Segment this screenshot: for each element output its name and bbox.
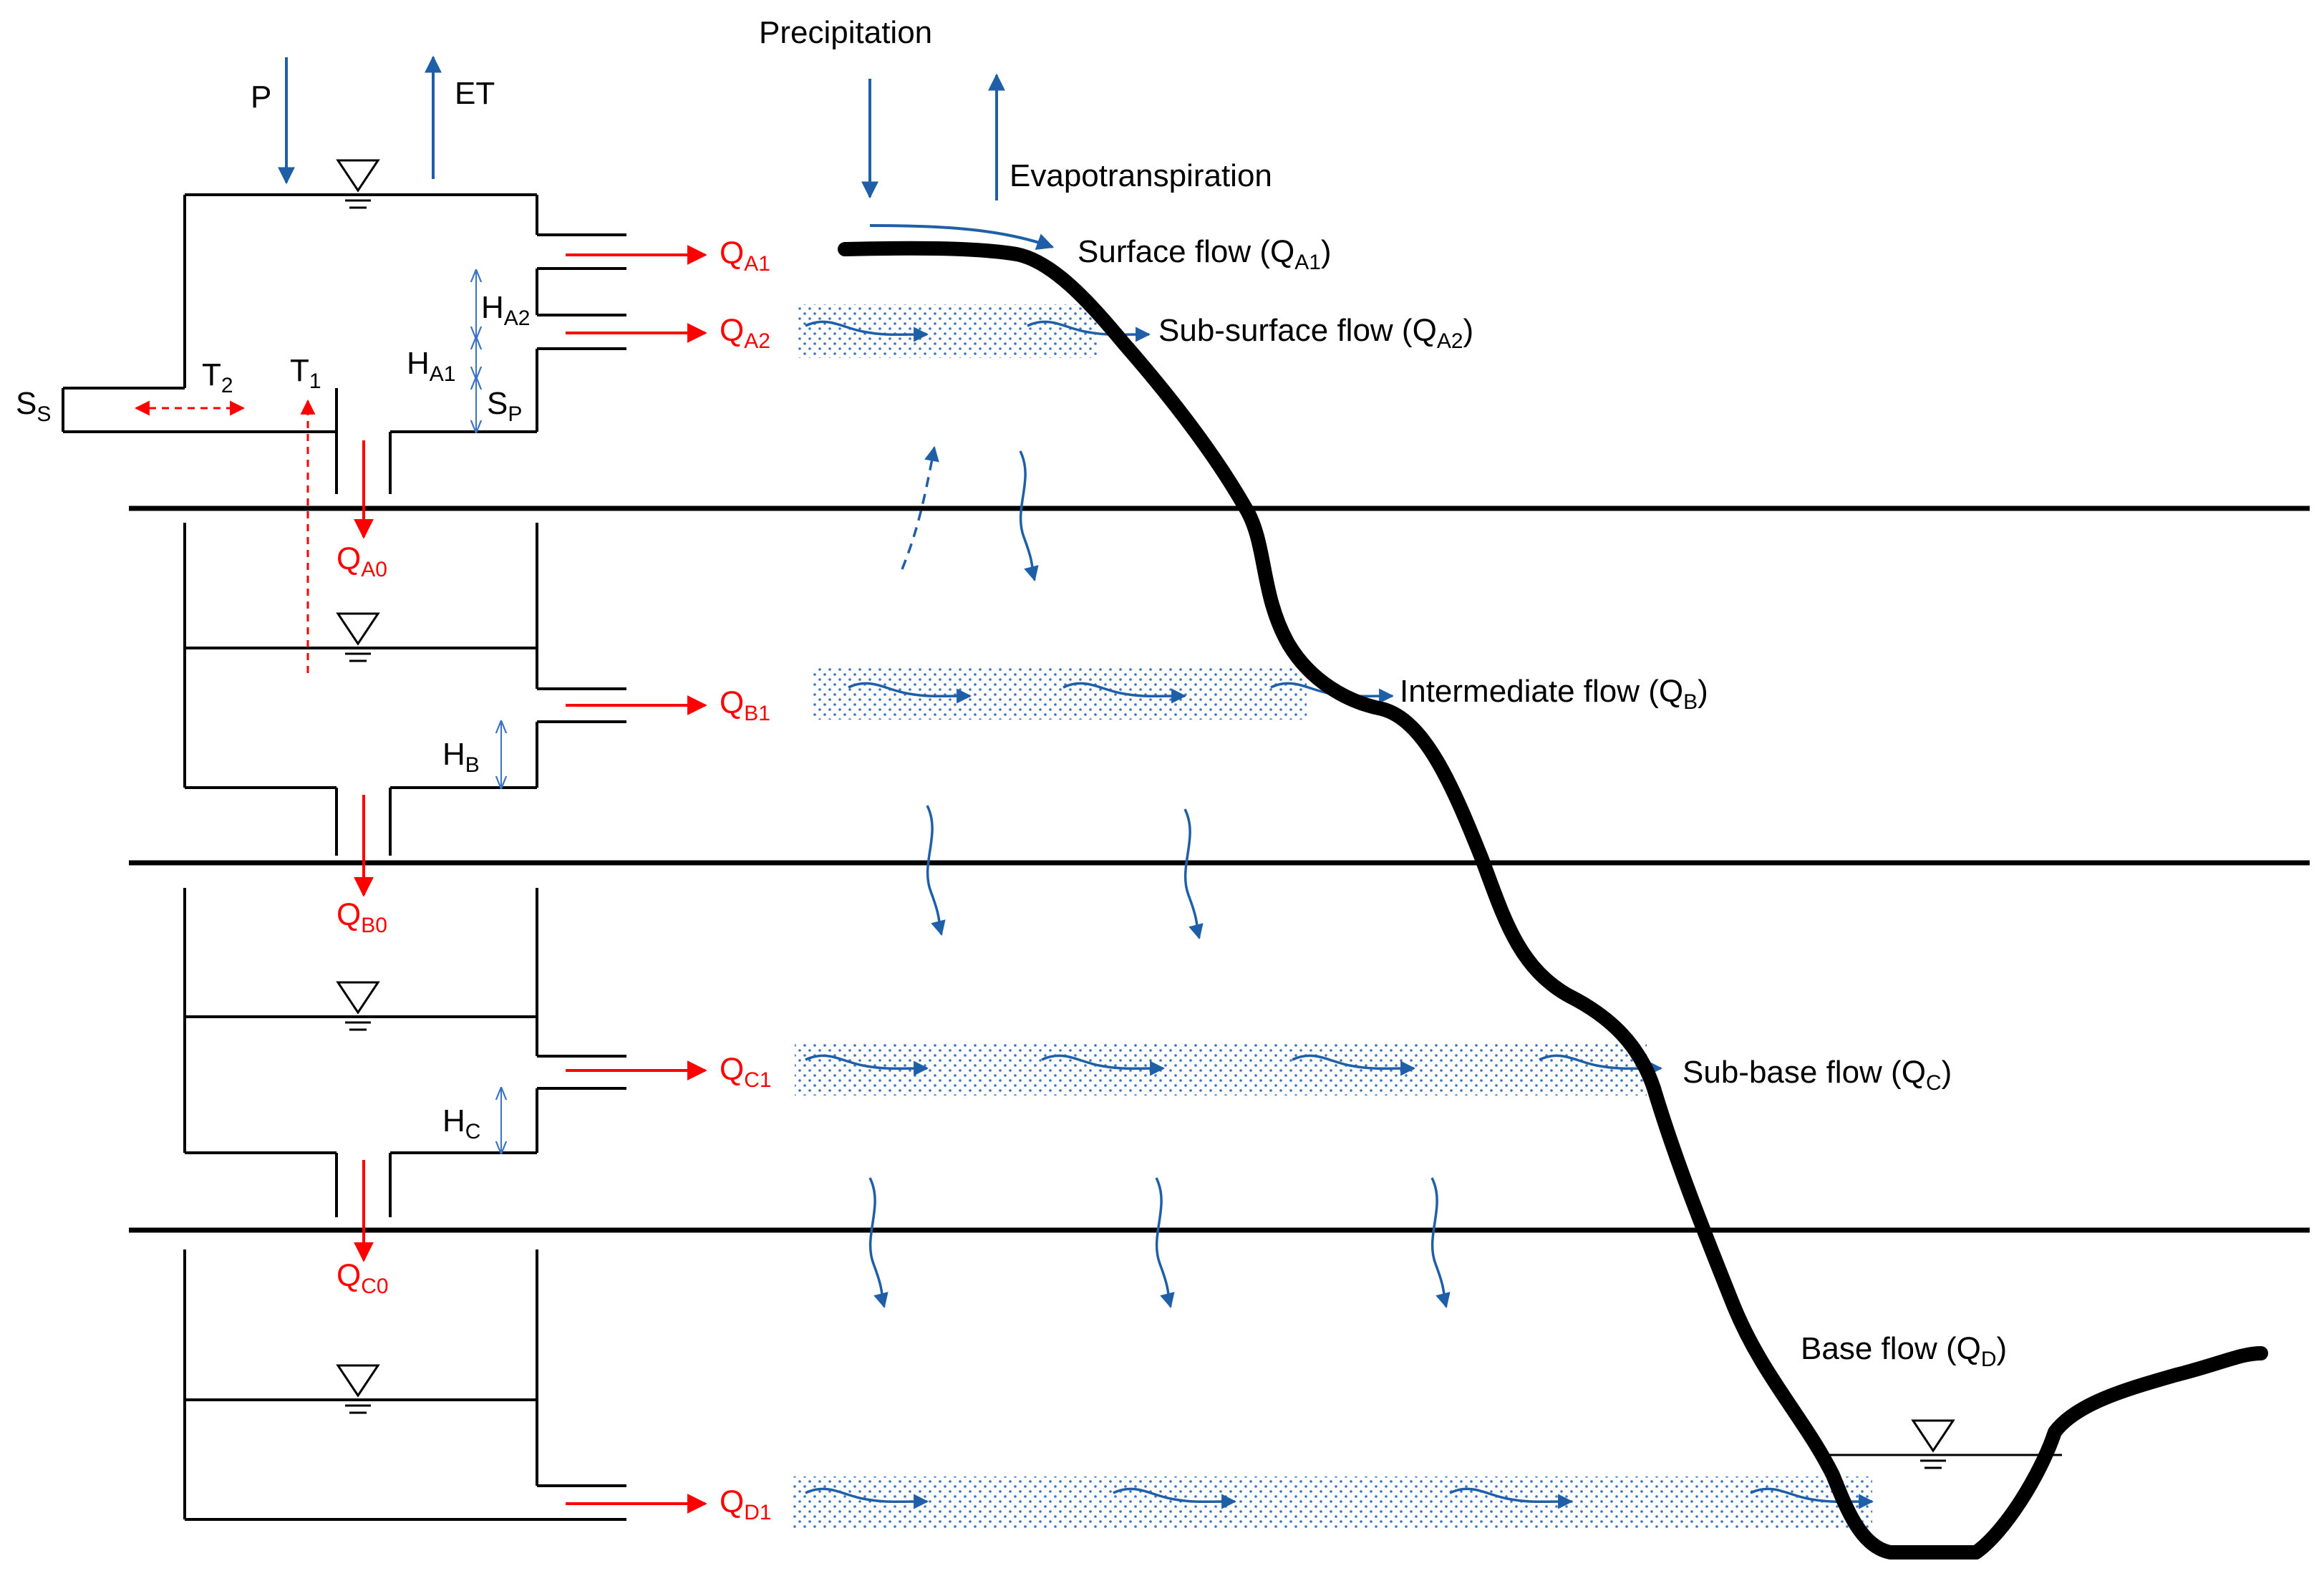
- tank-d: [183, 1249, 626, 1521]
- base-flow-label: Base flow (QD): [1801, 1331, 2007, 1371]
- p-label: P: [251, 79, 271, 115]
- horizontal-flow-arrow: [1041, 1054, 1166, 1076]
- height-markers: [476, 271, 501, 1153]
- horizontal-flow-arrow: [805, 1054, 929, 1076]
- subsurface-flow-label: Sub-surface flow (QA2): [1158, 313, 1473, 353]
- intermediate-zone: [813, 666, 1307, 720]
- tank-a: [62, 193, 626, 494]
- horizontal-flow-arrow: [1449, 1487, 1574, 1509]
- water-level-icon: [1911, 1419, 1955, 1469]
- downward-flow-arrow: [868, 1177, 889, 1309]
- ss-label: SS: [16, 386, 51, 426]
- layer-boundaries: [129, 506, 2310, 1233]
- subbase-zone: [795, 1042, 1647, 1096]
- horizontal-flow-arrow: [1027, 320, 1151, 342]
- surface-flow-label: Surface flow (QA1): [1078, 234, 1332, 274]
- subbase-flow-label: Sub-base flow (QC): [1683, 1055, 1952, 1095]
- hc-label: HC: [442, 1103, 480, 1143]
- water-level-icons: [336, 159, 1955, 1469]
- horizontal-flow-arrow: [1292, 1054, 1416, 1076]
- downward-flow-arrow: [1019, 450, 1039, 582]
- water-level-icon: [336, 981, 380, 1031]
- precipitation-label: Precipitation: [759, 15, 932, 50]
- qc0-label: QC0: [337, 1258, 389, 1298]
- horizontal-flow-arrow: [1062, 682, 1187, 704]
- water-level-icon: [336, 159, 380, 209]
- ground-profile: [838, 241, 2268, 1560]
- wavy-flow-arrows: [805, 320, 1874, 1509]
- qa2-label: QA2: [720, 313, 770, 353]
- horizontal-flow-arrow: [1113, 1487, 1237, 1509]
- hb-label: HB: [442, 737, 480, 777]
- ha1-label: HA1: [407, 346, 455, 386]
- downward-flow-arrow: [1155, 1177, 1175, 1309]
- et-label: ET: [455, 76, 495, 111]
- evapotranspiration-label: Evapotranspiration: [1010, 158, 1272, 193]
- water-level-icon: [336, 1364, 380, 1414]
- ha2-label: HA2: [481, 290, 530, 330]
- horizontal-flow-arrow: [848, 682, 972, 704]
- tank-b: [183, 523, 626, 856]
- surface-flow-arrow: [869, 224, 1055, 251]
- t2-label: T2: [202, 357, 233, 397]
- downward-flow-arrow: [1430, 1177, 1451, 1309]
- qa1-label: QA1: [720, 236, 770, 276]
- qb1-label: QB1: [720, 685, 770, 725]
- water-level-icon: [336, 612, 380, 662]
- downward-flow-arrow: [1183, 808, 1204, 940]
- sp-label: SP: [487, 386, 522, 426]
- qd1-label: QD1: [720, 1484, 772, 1524]
- horizontal-flow-arrow: [805, 1487, 929, 1509]
- outflow-labels: QA1 QA2 QA0 QB1 QB0 QC1 QC0 QD1: [337, 236, 772, 1524]
- intermediate-flow-label: Intermediate flow (QB): [1400, 674, 1708, 714]
- tank-c: [183, 888, 626, 1217]
- base-zone: [791, 1476, 1872, 1528]
- flow-zones: [791, 304, 1872, 1528]
- downward-flow-arrow: [926, 805, 946, 937]
- qa0-label: QA0: [337, 541, 387, 581]
- qc1-label: QC1: [720, 1052, 772, 1092]
- qb0-label: QB0: [337, 897, 387, 937]
- input-arrows: [278, 55, 1005, 200]
- subsurface-zone: [798, 304, 1099, 358]
- upward-flow-arrow: [901, 445, 939, 570]
- red-outflow-arrows: [134, 245, 707, 1514]
- t1-label: T1: [290, 353, 321, 393]
- horizontal-flow-arrow: [805, 320, 929, 342]
